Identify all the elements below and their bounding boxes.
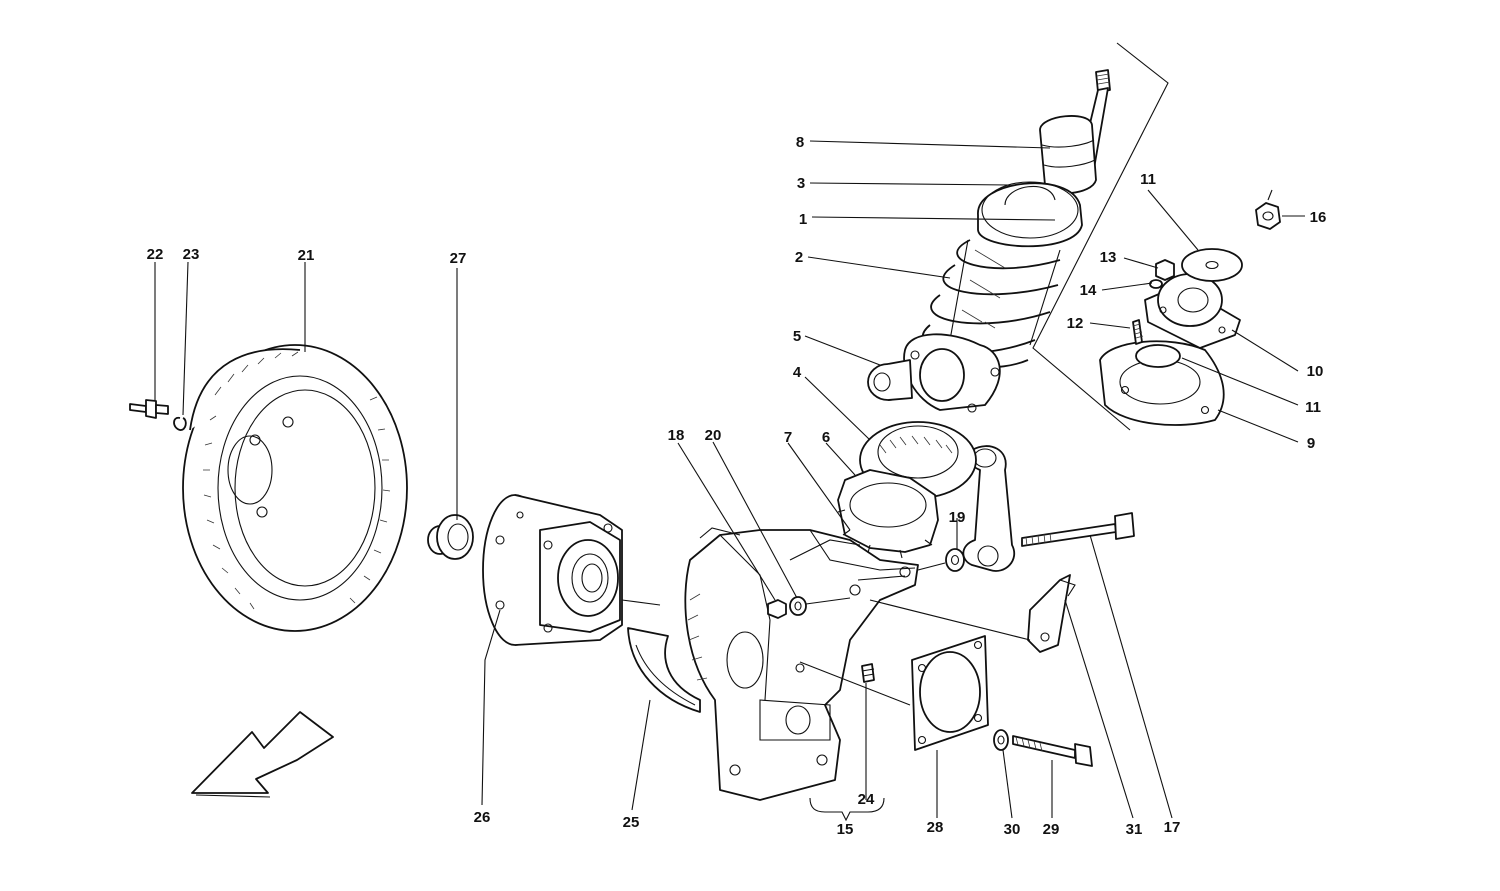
callout-15: 15 (837, 821, 854, 838)
assembly-group-lines (809, 42, 1169, 822)
direction-arrow-icon (191, 711, 334, 798)
dust-shield (627, 627, 701, 713)
callout-28: 28 (927, 819, 944, 836)
gasket (911, 635, 989, 751)
hub-carrier (684, 527, 919, 801)
long-bolt (1021, 512, 1135, 547)
callout-11-upper: 11 (1140, 171, 1156, 188)
washer-30 (993, 729, 1009, 751)
ring-nut (837, 469, 939, 559)
brake-disc (182, 344, 408, 632)
callout-21: 21 (298, 247, 315, 264)
callout-25: 25 (623, 814, 640, 831)
callout-11-lower: 11 (1305, 399, 1321, 416)
callout-13: 13 (1100, 249, 1117, 266)
callout-23: 23 (183, 246, 200, 263)
callout-1: 1 (799, 211, 807, 228)
shock-absorber (867, 69, 1111, 413)
callout-8: 8 (796, 134, 804, 151)
washer-20 (789, 596, 851, 616)
wheel-hub (482, 494, 661, 646)
bracket (1027, 574, 1076, 653)
callout-5: 5 (793, 328, 801, 345)
callout-7: 7 (784, 429, 792, 446)
disc-screw (129, 399, 169, 419)
grease-nipple (861, 663, 875, 683)
callout-9: 9 (1307, 435, 1315, 452)
nut-16 (1255, 189, 1281, 230)
callout-27: 27 (450, 250, 467, 267)
callout-16: 16 (1310, 209, 1327, 226)
callout-2: 2 (795, 249, 803, 266)
callout-6: 6 (822, 429, 830, 446)
callout-12: 12 (1067, 315, 1084, 332)
nut-13 (1155, 259, 1175, 281)
callout-4: 4 (793, 364, 802, 381)
callout-3: 3 (797, 175, 805, 192)
callout-31: 31 (1126, 821, 1143, 838)
washer-11-lower (1135, 344, 1181, 368)
nut-18 (767, 599, 787, 619)
washer-11-upper (1181, 248, 1243, 282)
washer-19 (945, 548, 965, 572)
callout-labels: 1 2 3 4 5 6 7 8 9 10 11 11 12 13 14 15 1… (147, 134, 1327, 838)
callout-26: 26 (474, 809, 491, 826)
callout-24: 24 (858, 791, 875, 808)
callout-29: 29 (1043, 821, 1060, 838)
leader-lines (154, 140, 1305, 819)
plug (427, 514, 474, 560)
stud-12 (1132, 319, 1144, 345)
callout-10: 10 (1307, 363, 1324, 380)
callout-30: 30 (1004, 821, 1021, 838)
callout-14: 14 (1080, 282, 1097, 299)
callout-18: 18 (668, 427, 685, 444)
callout-19: 19 (949, 509, 966, 526)
rubber-mount-10 (1144, 273, 1241, 349)
callout-22: 22 (147, 246, 164, 263)
spring-washer (173, 416, 187, 431)
connecting-link (962, 445, 1015, 572)
washer-14 (1149, 279, 1163, 289)
bolt-29 (1012, 735, 1093, 767)
callout-20: 20 (705, 427, 722, 444)
callout-17: 17 (1164, 819, 1181, 836)
